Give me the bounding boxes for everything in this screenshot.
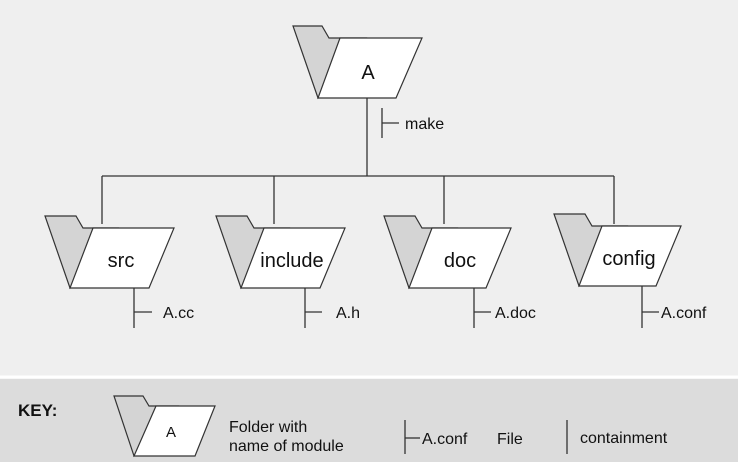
folder-icon-include: include	[215, 215, 346, 290]
key-folder-icon: A	[113, 395, 216, 458]
file-config: A.conf	[641, 286, 707, 328]
key-panel	[0, 379, 738, 462]
folder-icon-root: A	[292, 25, 423, 100]
file-label-a-doc: A.doc	[495, 305, 536, 322]
file-src: A.cc	[133, 288, 194, 328]
key-folder-sample: A	[166, 424, 176, 441]
key-containment-desc: containment	[580, 430, 668, 447]
folder-name-root: A	[361, 62, 375, 84]
folder-icon-config: config	[553, 213, 682, 288]
key-file-symbol	[404, 420, 420, 454]
file-label-a-cc: A.cc	[163, 305, 194, 322]
folder-name-src: src	[108, 250, 135, 272]
folder-name-config: config	[602, 248, 655, 270]
file-label-a-conf: A.conf	[661, 305, 707, 322]
folder-name-include: include	[260, 250, 323, 272]
key-folder-desc-2: name of module	[229, 438, 344, 455]
key-file-desc: File	[497, 431, 523, 448]
containment-lines	[101, 98, 615, 224]
file-label-a-h: A.h	[336, 305, 360, 322]
key-folder-desc-1: Folder with	[229, 419, 307, 436]
file-label-make: make	[405, 116, 444, 133]
folder-name-doc: doc	[444, 250, 476, 272]
folder-icon-src: src	[44, 215, 175, 290]
key-file-sample: A.conf	[422, 431, 468, 448]
file-root: make	[381, 108, 444, 138]
file-doc: A.doc	[473, 288, 536, 328]
key-heading: KEY:	[18, 401, 57, 420]
file-include: A.h	[304, 288, 360, 328]
folder-icon-doc: doc	[383, 215, 512, 290]
